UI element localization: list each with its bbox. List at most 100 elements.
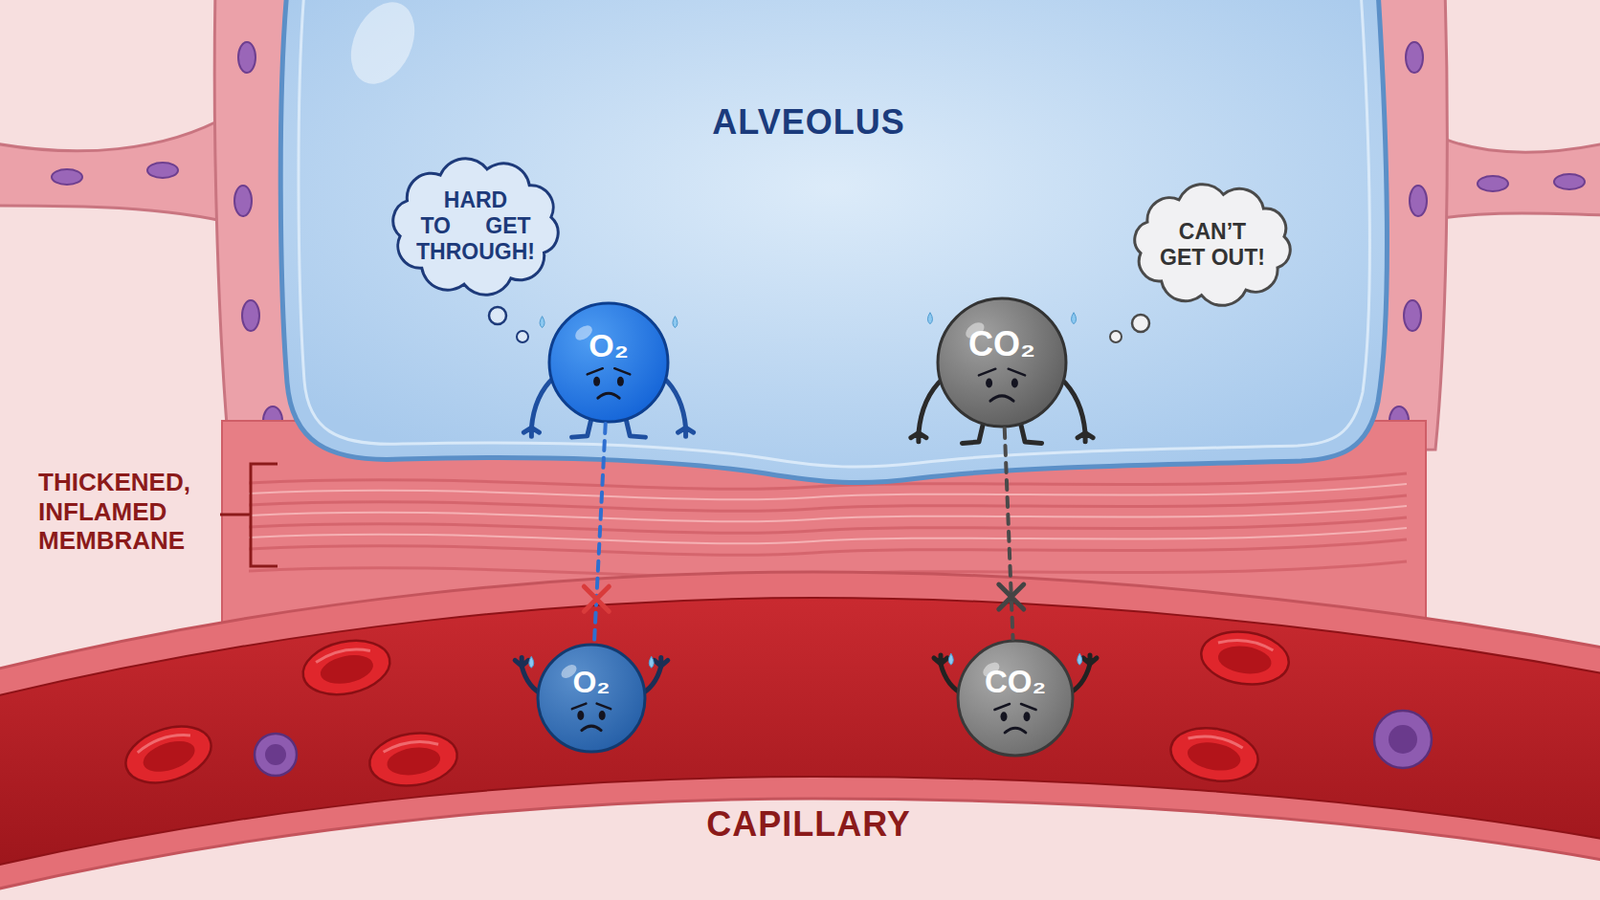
region-label: ALVEOLUS (617, 102, 1000, 143)
cell-center (385, 744, 443, 779)
membrane-layer (248, 517, 1407, 534)
thought-text: HARD TO GET THROUGH! (414, 187, 537, 266)
thought-trail (1132, 314, 1150, 333)
cell-highlight (135, 730, 191, 754)
blocked-diffusion-path (1004, 428, 1014, 640)
molecule-eye (1000, 711, 1008, 722)
molecule-hand (933, 655, 948, 665)
sweat-drop (672, 316, 678, 329)
alveolus-art (280, 0, 1387, 484)
sweat-drop (539, 316, 545, 329)
molecule-hand (1077, 433, 1093, 443)
red-blood-cell (297, 633, 395, 703)
cell-nucleus (1403, 300, 1422, 332)
membrane-bracket (220, 464, 278, 567)
capillary-art (0, 572, 1600, 890)
cloud-outline (393, 158, 558, 296)
thought-text: CAN’T GET OUT! (1157, 219, 1268, 271)
alveolus-inner-rim (298, 0, 1370, 467)
membrane-layers (248, 473, 1407, 578)
cell-nucleus (51, 169, 83, 185)
molecule-label: CO₂ (935, 324, 1068, 365)
cell-nucleus (1409, 185, 1427, 217)
red-blood-cell (118, 716, 219, 794)
molecule-brow (572, 704, 611, 711)
molecule-arm (531, 377, 555, 429)
capillary-vessel-shape (0, 574, 1600, 900)
molecule-hand (678, 427, 694, 437)
alveolus-chamber: ALVEOLUS HARD TO GET THROUGH! CAN’T GET OU… (275, 0, 1399, 498)
cell-body (118, 716, 219, 794)
cell-center (139, 735, 200, 778)
molecule-arm (918, 378, 943, 434)
molecule-brow (978, 369, 1025, 377)
blocked-cross (583, 586, 609, 612)
molecule-hand (654, 657, 668, 667)
cell-center (1216, 643, 1273, 678)
molecule-hand (911, 433, 927, 443)
tissue-branch (0, 114, 240, 225)
molecule-hand (523, 427, 539, 437)
blocked-cross (999, 584, 1024, 610)
molecule-eye (577, 711, 584, 721)
red-blood-cell (1166, 721, 1263, 788)
oxygen-molecule: O₂ (547, 301, 670, 424)
molecule-mouth (581, 726, 601, 731)
molecule-eye (985, 377, 993, 388)
membrane-layer (248, 506, 1407, 522)
sweat-drop (529, 656, 534, 668)
molecule-mouth (1004, 728, 1026, 734)
cell-highlight (382, 738, 439, 753)
membrane-label: THICKENED, INFLAMED MEMBRANE (38, 467, 230, 556)
white-blood-cell (254, 733, 297, 777)
vessel-lumen (0, 598, 1600, 867)
thought-trail (488, 307, 507, 325)
cell-highlight (1218, 637, 1274, 651)
molecule-eye (599, 711, 606, 721)
molecule-arm (1061, 378, 1086, 434)
thought-trail (1110, 331, 1122, 343)
oxygen-molecule: O₂ (535, 643, 647, 755)
cell-nucleus (1554, 174, 1585, 190)
molecule-label: O₂ (535, 665, 647, 702)
molecule-arm (663, 377, 687, 429)
molecule-eye (1011, 377, 1019, 388)
molecule-hand (514, 657, 529, 667)
cell-body (1166, 721, 1263, 788)
cloud-outline (1134, 184, 1290, 307)
membrane-layer (248, 484, 1407, 500)
cell-nucleus (238, 42, 256, 73)
membrane-layer (248, 495, 1407, 512)
cell-highlight (314, 645, 371, 664)
sweat-drop (1077, 653, 1083, 666)
sweat-drop (927, 312, 933, 325)
cell-nucleus (1405, 42, 1423, 73)
region-label: CAPILLARY (617, 804, 1000, 845)
molecule-eye (1023, 711, 1031, 722)
cell-nucleus (1388, 725, 1418, 755)
blocked-diffusion-path (594, 423, 606, 644)
membrane-layer (248, 528, 1407, 544)
vessel-wall (0, 572, 1600, 890)
carbon-dioxide-molecule: CO₂ (955, 639, 1075, 758)
white-blood-cell (1374, 711, 1432, 769)
thought-bubble: HARD TO GET THROUGH! (379, 150, 572, 304)
sweat-drop (1071, 312, 1077, 325)
molecule-label: O₂ (547, 326, 670, 365)
molecule-eye (593, 377, 600, 387)
molecule-mouth (598, 393, 620, 399)
membrane-layer (248, 539, 1407, 556)
molecule-label: CO₂ (955, 664, 1075, 702)
cell-nucleus (147, 162, 178, 178)
carbon-dioxide-molecule: CO₂ (935, 296, 1068, 429)
red-blood-cell (1198, 626, 1293, 690)
cell-body (366, 728, 462, 792)
molecule-mouth (990, 396, 1014, 401)
cell-nucleus (265, 744, 287, 766)
cell-nucleus (242, 300, 260, 332)
thought-trail (516, 331, 529, 343)
molecule-brow (994, 704, 1036, 711)
sweat-drop (948, 653, 954, 666)
cell-body (1198, 626, 1293, 690)
